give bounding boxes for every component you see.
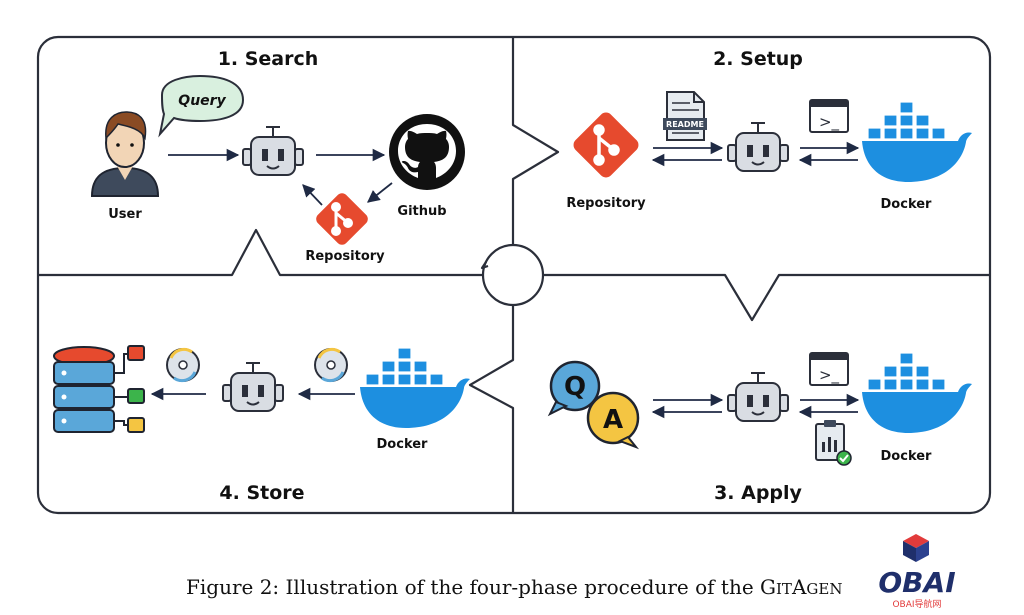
arrow-repository-to-agent (302, 184, 323, 206)
obai-logo: OBAI OBAI导航网 (878, 534, 956, 610)
a-letter: A (603, 405, 623, 435)
github-icon (389, 114, 465, 190)
data-folder-tree-icon (114, 345, 145, 433)
setup-arrows (651, 141, 860, 167)
terminal-prompt-setup: >_ (819, 113, 840, 132)
agent-robot-icon-apply (727, 372, 789, 422)
database-icon (53, 346, 115, 433)
figure-caption: Figure 2: Illustration of the four-phase… (186, 575, 842, 599)
caption-name-g: G (760, 575, 776, 599)
git-repository-icon-setup (573, 112, 639, 178)
user-label: User (108, 207, 142, 222)
question-answer-icon: Q A (547, 360, 640, 450)
diagram-frame (36, 35, 992, 515)
phase-title-setup: 2. Setup (713, 48, 803, 70)
phase-title-search: 1. Search (218, 48, 319, 70)
q-letter: Q (564, 372, 586, 402)
phase-title-apply: 3. Apply (714, 482, 802, 504)
docker-icon-apply (862, 352, 972, 433)
repository-label-search: Repository (305, 249, 385, 264)
disc-icon-left (166, 347, 200, 383)
agent-robot-icon-search (242, 126, 304, 176)
caption-name-gen: GEN (806, 580, 842, 598)
query-label: Query (178, 93, 226, 109)
caption-name-it: IT (776, 580, 792, 598)
git-repository-icon-search (316, 193, 368, 245)
caption-prefix: Figure 2: Illustration of the four-phase… (186, 575, 760, 599)
docker-label-store: Docker (377, 437, 429, 452)
terminal-icon-setup: >_ (809, 99, 849, 133)
obai-logo-subtext: OBAI导航网 (892, 598, 941, 610)
disc-icon-right (314, 347, 348, 383)
report-clipboard-icon (815, 420, 852, 466)
docker-icon-setup (862, 101, 972, 182)
repository-label-setup: Repository (566, 196, 646, 211)
caption-name-a: A (791, 575, 807, 599)
apply-arrows (651, 393, 860, 419)
arrow-github-to-repository (367, 182, 393, 203)
vertical-divider (468, 37, 560, 513)
horizontal-divider (38, 228, 990, 322)
query-bubble: Query (158, 74, 245, 138)
search-arrows (168, 148, 393, 206)
terminal-icon-apply: >_ (809, 352, 849, 386)
docker-label-apply: Docker (881, 449, 933, 464)
readme-document-icon: README (663, 91, 707, 141)
user-icon (90, 111, 160, 197)
terminal-prompt-apply: >_ (819, 366, 840, 385)
agent-robot-icon-store (222, 362, 284, 412)
readme-label: README (666, 120, 704, 129)
phase-title-store: 4. Store (219, 482, 304, 504)
agent-robot-icon-setup (727, 122, 789, 172)
obai-cube-icon (903, 534, 929, 562)
github-label: Github (397, 204, 446, 219)
obai-logo-text: OBAI (878, 566, 955, 599)
docker-icon-store (360, 347, 470, 428)
docker-label-setup: Docker (881, 197, 933, 212)
center-cycle-circle (481, 243, 545, 307)
